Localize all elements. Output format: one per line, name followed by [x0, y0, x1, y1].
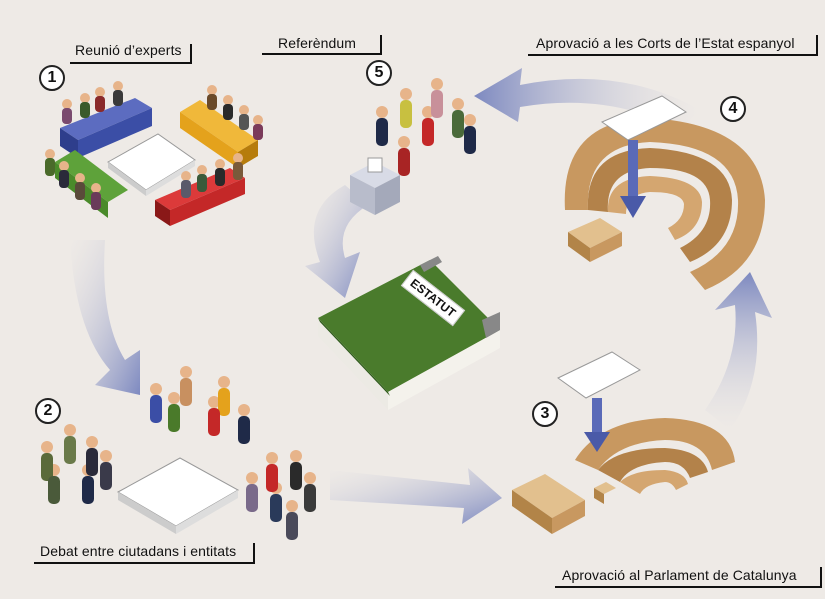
arrow-cortes-to-referendum	[474, 68, 700, 130]
step-1-label-underline	[70, 62, 192, 64]
step-4-label-underline	[528, 54, 818, 56]
step-1-number: 1	[39, 65, 65, 91]
step-2-label-underline	[34, 562, 255, 564]
step-1-label: Reunió d’experts	[75, 42, 182, 58]
cortes-hemicycle-illustration	[564, 95, 765, 290]
debate-illustration	[41, 366, 316, 540]
step-5-label-tick	[380, 35, 382, 55]
step-2-number: 2	[35, 398, 61, 424]
expert-meeting-illustration	[45, 81, 263, 226]
step-5-number: 5	[366, 60, 392, 86]
step-3-label-underline	[555, 586, 822, 588]
step-2-label: Debat entre ciutadans i entitats	[40, 543, 237, 559]
arrow-parliament-to-cortes	[705, 272, 772, 430]
step-5-label-underline	[262, 53, 382, 55]
step-3-number: 3	[532, 401, 558, 427]
step-3-label-tick	[820, 567, 822, 588]
arrow-debate-to-parliament	[330, 468, 502, 524]
step-1-label-tick	[190, 44, 192, 64]
statute-book	[318, 256, 500, 410]
referendum-illustration	[350, 78, 476, 215]
step-2-label-tick	[253, 543, 255, 564]
step-4-label-tick	[816, 35, 818, 56]
step-4-number: 4	[720, 96, 746, 122]
arrow-experts-to-debate	[70, 240, 140, 395]
step-4-label: Aprovació a les Corts de l’Estat espanyo…	[536, 35, 795, 51]
parliament-illustration	[512, 351, 735, 534]
arrow-referendum-to-statute	[305, 185, 368, 298]
step-3-label: Aprovació al Parlament de Catalunya	[562, 567, 797, 583]
step-5-label: Referèndum	[278, 35, 357, 51]
